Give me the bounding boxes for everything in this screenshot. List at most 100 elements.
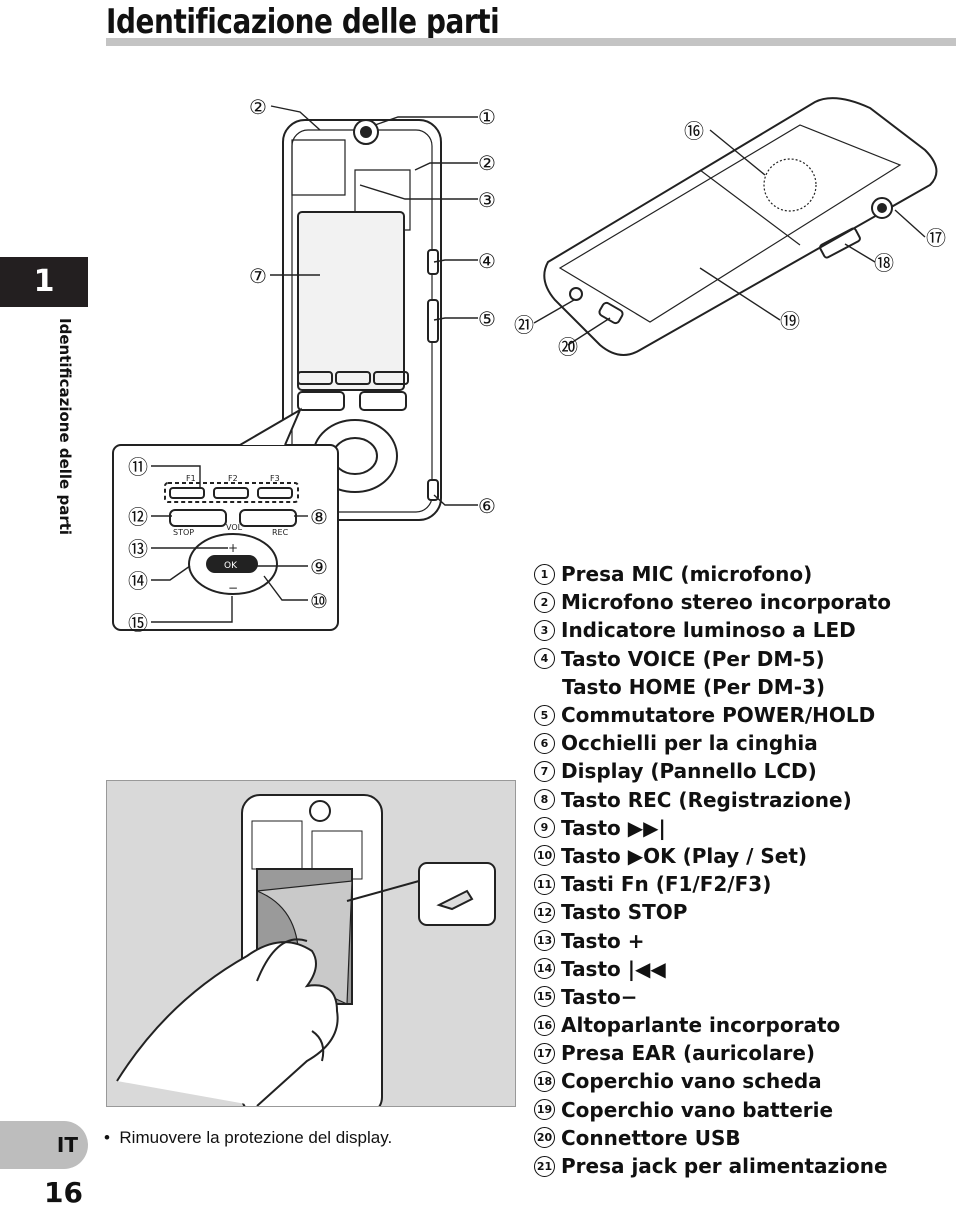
legend-label: Commutatore POWER/HOLD	[561, 703, 876, 728]
legend-label: Tasto ▶▶|	[561, 815, 666, 840]
legend-label: Tasto REC (Registrazione)	[561, 787, 852, 812]
legend-label: Presa jack per alimentazione	[561, 1154, 888, 1179]
legend-label: Tasto HOME (Per DM-3)	[562, 674, 826, 699]
label-vol: VOL	[226, 523, 243, 532]
legend-label: Microfono stereo incorporato	[561, 590, 892, 615]
callout-17: ⑰	[926, 226, 946, 250]
mic-grille-right	[354, 169, 411, 231]
recorder-back-body	[543, 97, 938, 356]
legend-number: 7	[534, 760, 555, 782]
legend-label: Coperchio vano scheda	[561, 1069, 822, 1094]
callout-16: ⑯	[684, 119, 704, 143]
legend-number: 11	[534, 873, 555, 895]
callout-15: ⑮	[128, 611, 148, 635]
chapter-number-tab: 1	[0, 257, 88, 307]
hand-peeling-film-drawing	[116, 794, 496, 1116]
legend-number: 17	[534, 1042, 555, 1064]
legend-label: Coperchio vano batterie	[561, 1097, 834, 1122]
figure-caption: • Rimuovere la protezione del display.	[104, 1128, 393, 1147]
legend-label: Tasti Fn (F1/F2/F3)	[561, 872, 772, 897]
legend-number: 10	[534, 845, 555, 867]
legend-number: 5	[534, 704, 555, 726]
legend-number: 14	[534, 958, 555, 980]
legend-item: 4 Tasto VOICE (Per DM-5)	[534, 645, 891, 673]
page-number: 16	[44, 1176, 83, 1209]
chapter-side-label: Identificazione delle parti	[56, 318, 74, 536]
legend-number: 15	[534, 986, 555, 1008]
card-cover	[819, 227, 861, 259]
caption-text: Rimuovere la protezione del display.	[119, 1128, 393, 1147]
legend-item: 15 Tasto−	[534, 983, 891, 1011]
legend-item: 12 Tasto STOP	[534, 898, 891, 926]
legend-item: 11 Tasti Fn (F1/F2/F3)	[534, 870, 891, 898]
language-tab: IT	[0, 1121, 88, 1169]
callout-11: ⑪	[128, 455, 148, 479]
legend-item: 21 Presa jack per alimentazione	[534, 1152, 891, 1180]
callout-18: ⑱	[874, 251, 894, 275]
callout-4: ④	[478, 249, 496, 273]
legend-item: 20 Connettore USB	[534, 1124, 891, 1152]
legend-item: 10 Tasto ▶OK (Play / Set)	[534, 842, 891, 870]
label-f2: F2	[228, 474, 238, 483]
legend-number: 19	[534, 1099, 555, 1121]
legend-number: 20	[534, 1127, 555, 1149]
legend-number: 3	[534, 619, 555, 641]
legend-label: Display (Pannello LCD)	[561, 759, 817, 784]
label-ok: OK	[224, 561, 238, 571]
label-minus: −	[228, 581, 238, 595]
speaker-grille	[763, 158, 817, 212]
label-rec: REC	[272, 528, 289, 537]
legend-number: 4	[534, 648, 555, 670]
callout-10: ⑩	[310, 589, 328, 613]
callout-13: ⑬	[128, 537, 148, 561]
legend-label: Tasto |◀◀	[561, 956, 666, 981]
legend-number: 9	[534, 817, 555, 839]
callout-6: ⑥	[478, 494, 496, 518]
legend-number: 13	[534, 930, 555, 952]
legend-item: 16 Altoparlante incorporato	[534, 1011, 891, 1039]
legend-number: 21	[534, 1155, 555, 1177]
legend-label: Presa MIC (microfono)	[561, 562, 813, 587]
legend-number: 8	[534, 789, 555, 811]
legend-item: 8 Tasto REC (Registrazione)	[534, 786, 891, 814]
legend-label: Altoparlante incorporato	[561, 1013, 841, 1038]
lcd-display	[297, 211, 405, 391]
legend-label: Tasto STOP	[561, 900, 688, 925]
legend-item: 5 Commutatore POWER/HOLD	[534, 701, 891, 729]
callout-9: ⑨	[310, 555, 328, 579]
legend-label: Tasto−	[561, 984, 638, 1009]
legend-item: 7 Display (Pannello LCD)	[534, 757, 891, 785]
legend-number: 2	[534, 591, 555, 613]
callout-8: ⑧	[310, 505, 328, 529]
legend-label: Presa EAR (auricolare)	[561, 1041, 816, 1066]
title-underline	[106, 38, 956, 46]
legend-label: Connettore USB	[561, 1125, 741, 1150]
callout-12: ⑫	[128, 505, 148, 529]
legend-item: 19 Coperchio vano batterie	[534, 1096, 891, 1124]
legend-number: 12	[534, 901, 555, 923]
legend-label: Tasto ▶OK (Play / Set)	[561, 843, 808, 868]
legend-item: 14 Tasto |◀◀	[534, 955, 891, 983]
display-protection-illustration	[106, 780, 516, 1116]
legend-item: Tasto HOME (Per DM-3)	[534, 673, 891, 701]
power-jack	[569, 287, 583, 301]
legend-label: Tasto VOICE (Per DM-5)	[561, 646, 825, 671]
label-f1: F1	[186, 474, 196, 483]
callout-14: ⑭	[128, 569, 148, 593]
label-stop: STOP	[173, 528, 194, 537]
callout-3: ③	[478, 188, 496, 212]
legend-item: 17 Presa EAR (auricolare)	[534, 1039, 891, 1067]
device-diagram: F1 F2 F3 STOP VOL REC + − OK	[112, 95, 946, 635]
callout-1: ①	[478, 105, 496, 129]
label-f3: F3	[270, 474, 280, 483]
callout-19: ⑲	[780, 309, 800, 333]
callout-5: ⑤	[478, 307, 496, 331]
callout-20: ⑳	[558, 335, 578, 359]
mic-grille-left	[291, 139, 346, 196]
legend-number: 16	[534, 1014, 555, 1036]
